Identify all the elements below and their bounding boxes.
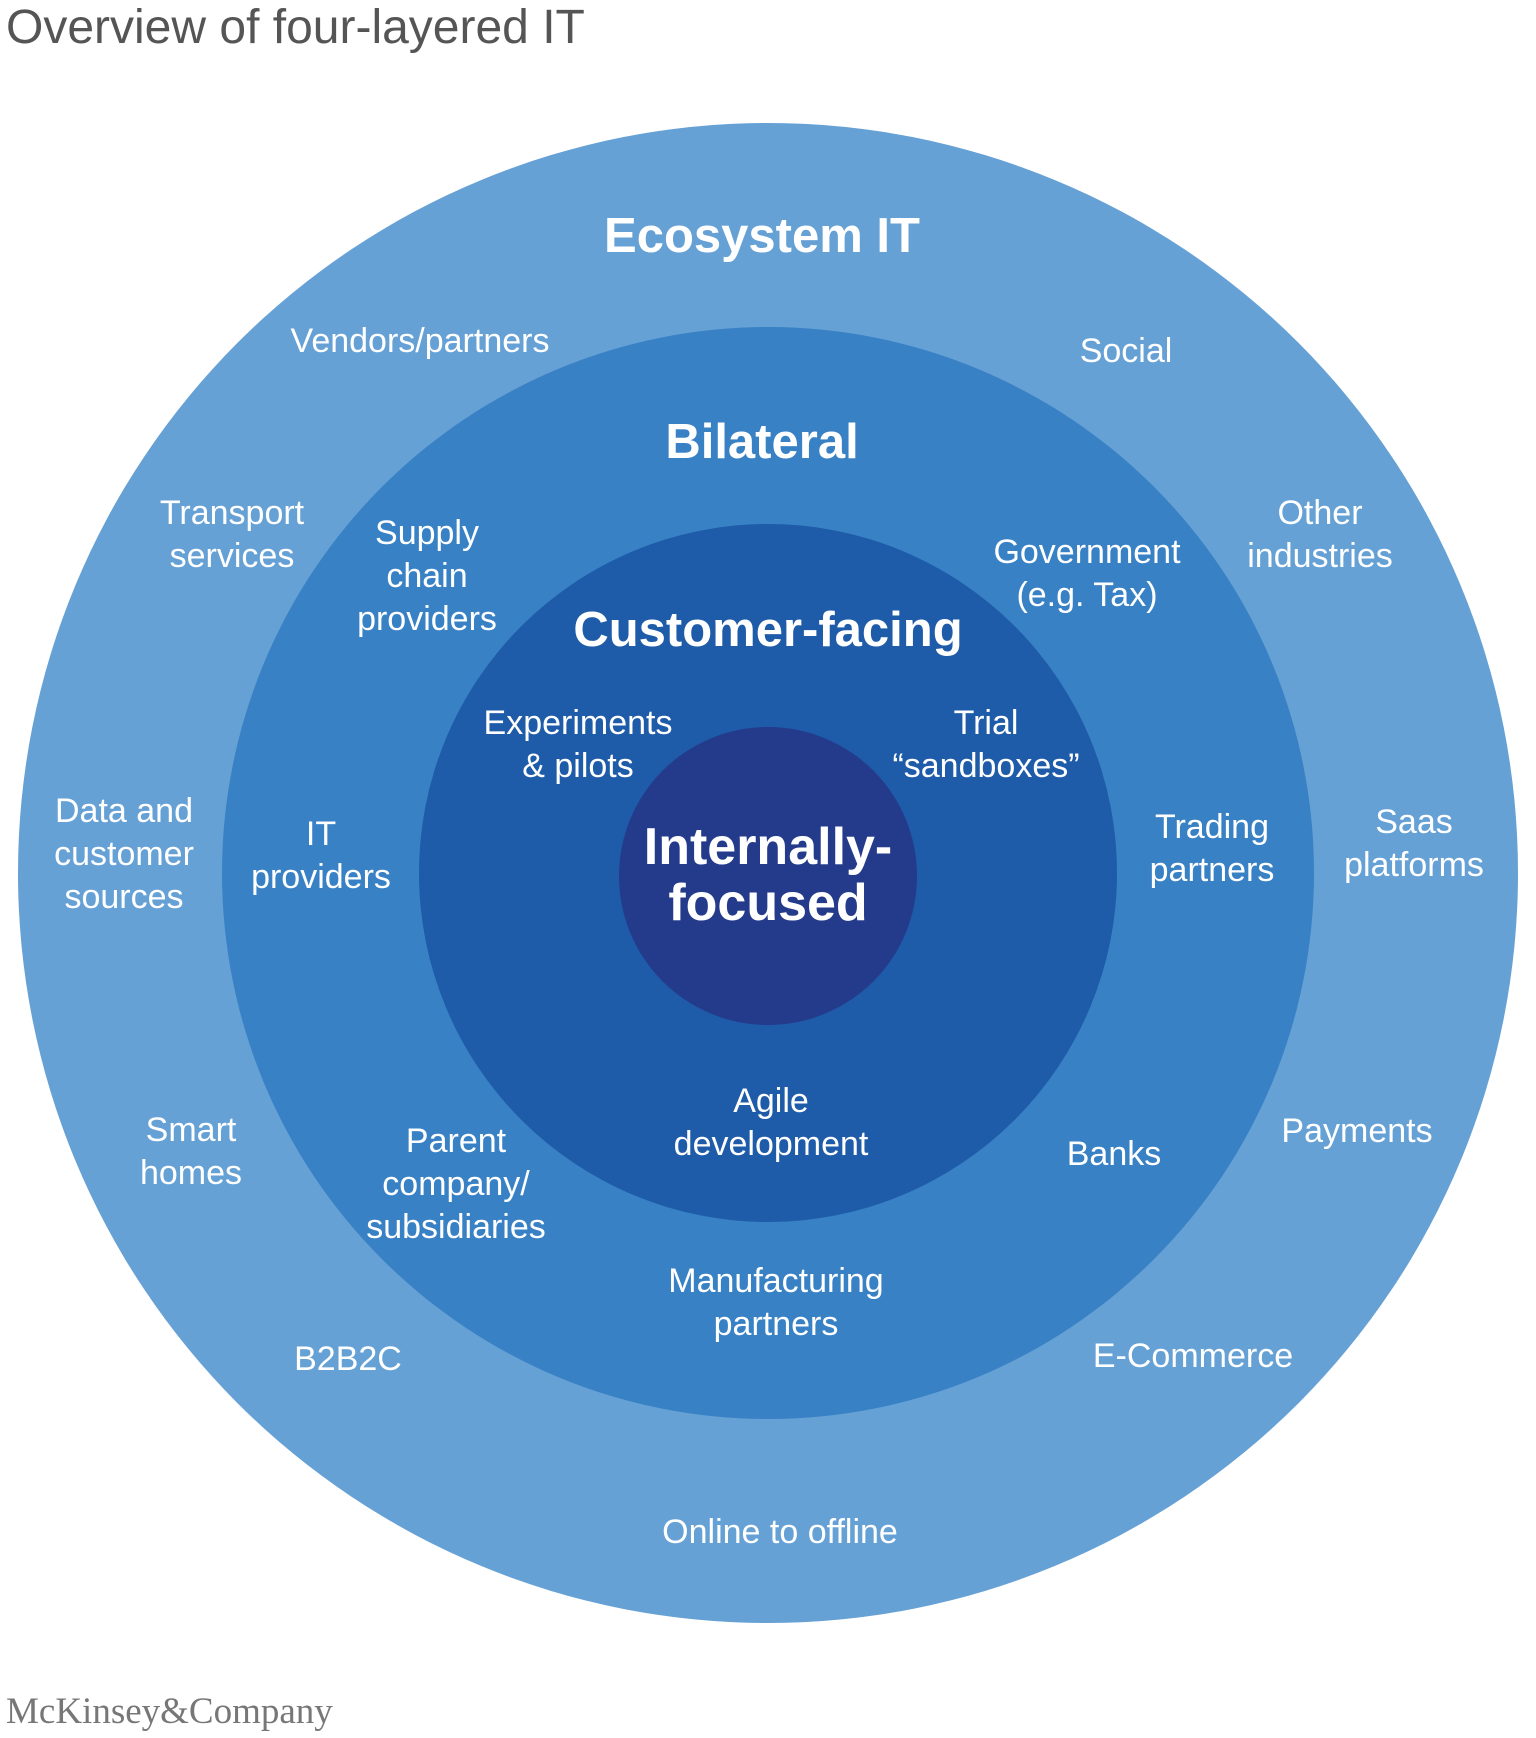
ecosystem-item-online-offline: Online to offline	[662, 1513, 898, 1551]
bilateral-item-banks: Banks	[1066, 1135, 1162, 1173]
bilateral-item-parent-company: Parent company/ subsidiaries	[366, 1122, 546, 1246]
mckinsey-logo: McKinsey&Company	[6, 1691, 333, 1732]
bilateral-item-manufacturing: Manufacturing partners	[668, 1262, 884, 1343]
bilateral-layer-title: Bilateral	[665, 415, 859, 469]
customer-facing-layer-title: Customer-facing	[573, 603, 963, 657]
ecosystem-item-smart-homes: Smart homes	[139, 1111, 243, 1192]
bilateral-item-trading-partners: Trading partners	[1149, 808, 1275, 889]
bilateral-item-supply-chain: Supply chain providers	[357, 514, 497, 638]
ecosystem-item-vendors: Vendors/partners	[290, 322, 550, 360]
bilateral-item-government: Government (e.g. Tax)	[993, 533, 1181, 614]
internally-focused-layer-title: Internally- focused	[643, 818, 893, 932]
ecosystem-item-other-industries: Other industries	[1247, 494, 1393, 575]
ecosystem-item-social: Social	[1079, 332, 1173, 370]
customer-facing-item-trial: Trial “sandboxes”	[892, 704, 1080, 785]
ecosystem-item-payments: Payments	[1281, 1112, 1433, 1150]
customer-facing-item-experiments: Experiments & pilots	[483, 704, 673, 785]
ecosystem-item-transport: Transport services	[159, 494, 305, 575]
internally-focused-core	[619, 727, 917, 1025]
ecosystem-item-data-sources: Data and customer sources	[54, 792, 194, 916]
ecosystem-item-b2b2c: B2B2C	[294, 1340, 402, 1378]
ecosystem-item-ecommerce: E-Commerce	[1092, 1337, 1294, 1375]
ecosystem-layer-title: Ecosystem IT	[604, 209, 920, 263]
ecosystem-item-saas: Saas platforms	[1344, 803, 1484, 884]
page-title: Overview of four-layered IT	[6, 1, 585, 54]
customer-facing-item-agile: Agile development	[673, 1082, 869, 1163]
bilateral-item-it-providers: IT providers	[251, 815, 391, 896]
